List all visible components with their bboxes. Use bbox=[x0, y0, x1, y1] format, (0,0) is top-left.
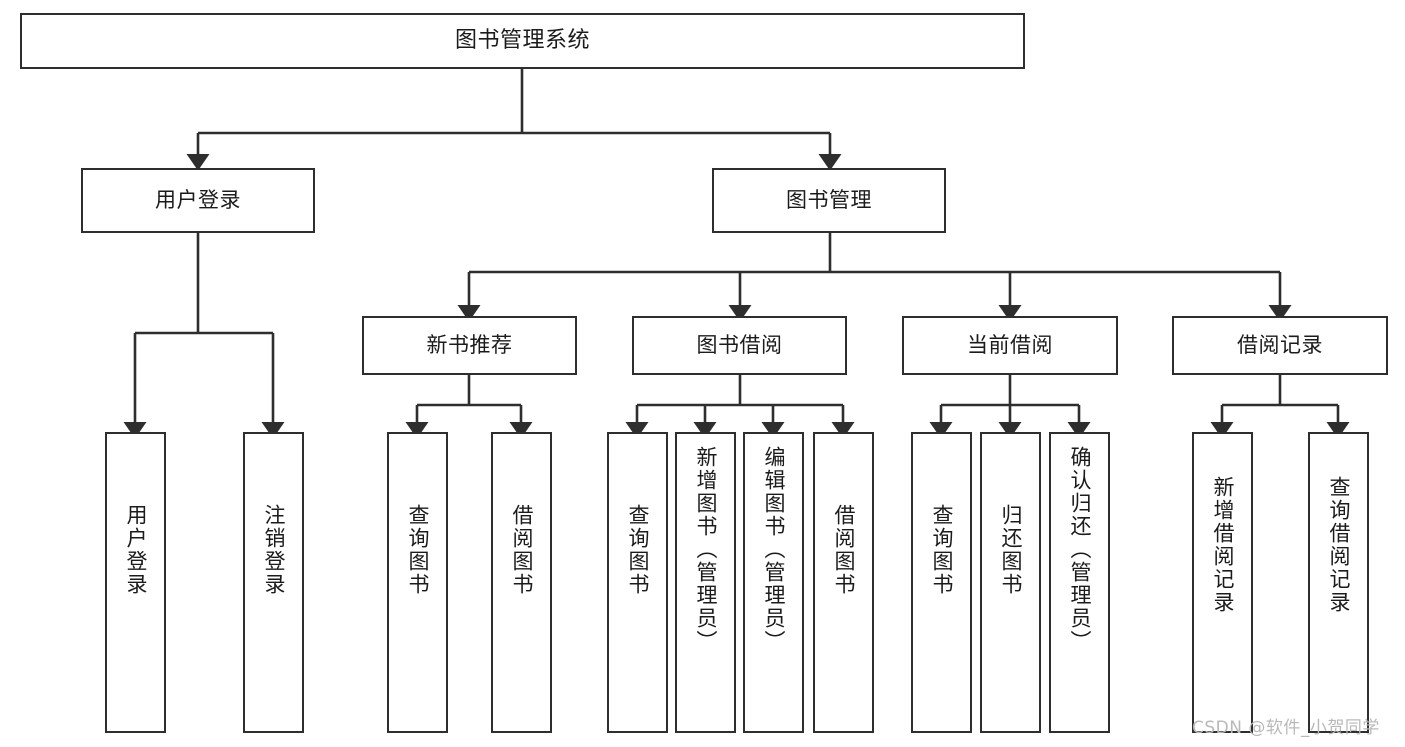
leaf-borrow-book-recommend[interactable]: 借阅图书 bbox=[491, 432, 552, 733]
leaf-confirm-return[interactable]: 确认归还（管理员） bbox=[1049, 432, 1110, 733]
csdn-watermark: CSDN @软件_小贺同学 bbox=[1192, 718, 1380, 738]
leaf-query-book-recommend[interactable]: 查询图书 bbox=[387, 432, 448, 733]
node-label: 用户登录 bbox=[124, 504, 148, 596]
node-book-manage[interactable]: 图书管理 bbox=[712, 168, 946, 233]
leaf-edit-book[interactable]: 编辑图书（管理员） bbox=[743, 432, 804, 733]
node-label: 当前借阅 bbox=[967, 332, 1053, 357]
leaf-user-login[interactable]: 用户登录 bbox=[105, 432, 166, 733]
node-new-book-recommend[interactable]: 新书推荐 bbox=[362, 316, 577, 375]
node-label: 查询图书 bbox=[626, 504, 650, 596]
node-label: 借阅记录 bbox=[1237, 332, 1323, 357]
leaf-query-book-current[interactable]: 查询图书 bbox=[911, 432, 972, 733]
node-label: 查询图书 bbox=[930, 504, 954, 596]
leaf-borrow-book[interactable]: 借阅图书 bbox=[813, 432, 874, 733]
node-label: 归还图书 bbox=[999, 504, 1023, 596]
node-label: 图书管理 bbox=[786, 187, 872, 212]
leaf-return-book[interactable]: 归还图书 bbox=[980, 432, 1041, 733]
node-label: 新增图书（管理员） bbox=[694, 446, 718, 653]
node-label: 图书管理系统 bbox=[454, 27, 590, 53]
node-label: 新书推荐 bbox=[426, 332, 513, 357]
leaf-add-book[interactable]: 新增图书（管理员） bbox=[675, 432, 736, 733]
node-label: 用户登录 bbox=[155, 187, 241, 212]
node-current-borrow[interactable]: 当前借阅 bbox=[902, 316, 1118, 375]
leaf-query-book-borrow[interactable]: 查询图书 bbox=[607, 432, 668, 733]
node-book-management-system[interactable]: 图书管理系统 bbox=[20, 13, 1025, 69]
leaf-query-borrow-record[interactable]: 查询借阅记录 bbox=[1308, 432, 1369, 733]
node-borrow-record[interactable]: 借阅记录 bbox=[1172, 316, 1388, 375]
leaf-add-borrow-record[interactable]: 新增借阅记录 bbox=[1192, 432, 1253, 733]
node-label: 借阅图书 bbox=[510, 504, 534, 596]
node-label: 编辑图书（管理员） bbox=[762, 446, 786, 653]
node-label: 查询图书 bbox=[406, 504, 430, 596]
node-label: 查询借阅记录 bbox=[1327, 476, 1351, 614]
node-label: 借阅图书 bbox=[832, 504, 856, 596]
node-label: 图书借阅 bbox=[696, 332, 783, 357]
node-label: 确认归还（管理员） bbox=[1068, 446, 1092, 653]
node-user-login[interactable]: 用户登录 bbox=[81, 168, 315, 233]
node-label: 新增借阅记录 bbox=[1211, 476, 1235, 614]
leaf-user-logout[interactable]: 注销登录 bbox=[243, 432, 304, 733]
node-label: 注销登录 bbox=[262, 504, 286, 596]
node-book-borrow[interactable]: 图书借阅 bbox=[632, 316, 847, 375]
